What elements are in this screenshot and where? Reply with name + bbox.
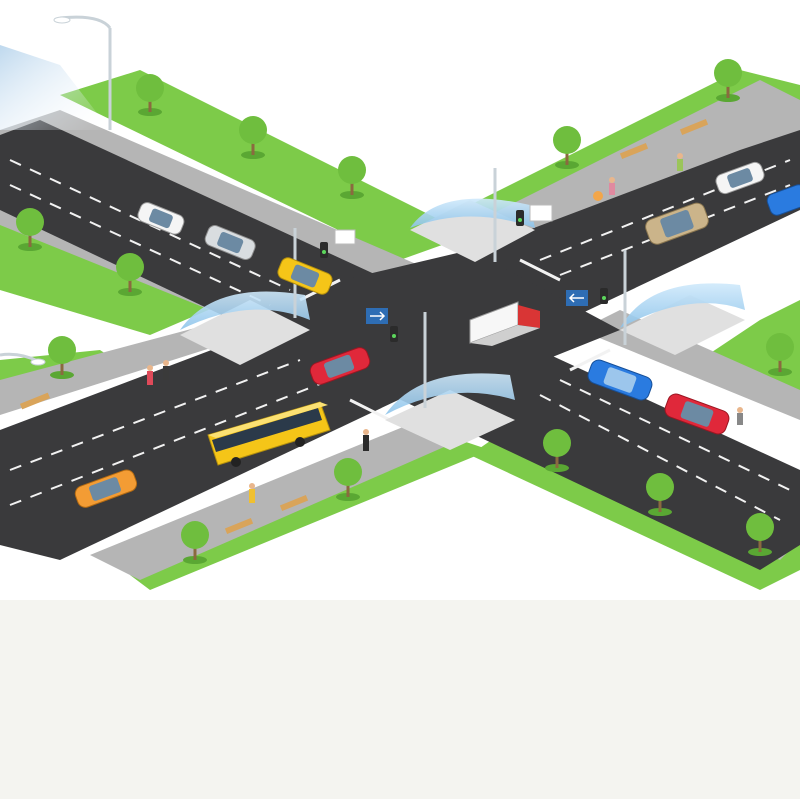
pedestrian-icon bbox=[363, 429, 369, 451]
vehicles bbox=[74, 161, 800, 508]
pedestrian-icon bbox=[737, 407, 743, 425]
pedestrian-icon bbox=[677, 153, 683, 171]
beige-suv bbox=[645, 202, 709, 245]
tree-icon bbox=[181, 521, 209, 564]
streetlight-icon bbox=[0, 352, 46, 366]
direction-sign-icon bbox=[566, 290, 588, 306]
tree-icon bbox=[116, 253, 144, 296]
bench-icon bbox=[279, 494, 309, 512]
bus-shelter bbox=[180, 291, 310, 365]
tree-icon bbox=[136, 74, 164, 116]
yellow-taxi bbox=[277, 257, 333, 295]
orange-car bbox=[74, 469, 138, 508]
tree-icon bbox=[338, 156, 366, 199]
bus-shelter bbox=[620, 283, 745, 355]
streetlight-icon bbox=[53, 15, 112, 130]
red-car bbox=[309, 347, 371, 385]
benches bbox=[19, 118, 709, 535]
traffic-light-icon bbox=[320, 242, 328, 258]
silver-car bbox=[204, 225, 256, 261]
bench-icon bbox=[224, 517, 254, 535]
bench-icon bbox=[19, 392, 51, 410]
pedestrian-icon bbox=[163, 360, 169, 380]
red-car bbox=[664, 393, 730, 435]
bus-shelter bbox=[385, 373, 515, 450]
pedestrian-icon bbox=[593, 177, 615, 201]
grass-back-left bbox=[60, 70, 470, 260]
pedestrian-icon bbox=[147, 365, 153, 385]
grass-front-bottom bbox=[130, 440, 490, 590]
tree-icon bbox=[646, 473, 674, 516]
streetlight-beam bbox=[0, 45, 110, 130]
tree-icon bbox=[543, 429, 571, 472]
tree-icon bbox=[714, 59, 742, 102]
pedestrian-icon bbox=[249, 483, 255, 503]
yellow-bus bbox=[207, 401, 331, 467]
traffic-light-icon bbox=[600, 288, 608, 304]
bottom-blank-area bbox=[0, 600, 800, 799]
bench-icon bbox=[679, 118, 709, 136]
trees bbox=[16, 59, 794, 564]
tree-icon bbox=[553, 126, 581, 169]
traffic-light-icon bbox=[516, 210, 524, 226]
tree-icon bbox=[48, 336, 76, 379]
blue-car bbox=[587, 359, 653, 401]
sidewalk-right bbox=[580, 310, 800, 420]
tree-icon bbox=[334, 458, 362, 501]
tree-icon bbox=[766, 333, 794, 376]
roads bbox=[0, 120, 800, 570]
white-car bbox=[137, 202, 185, 235]
bus-shelter bbox=[410, 198, 553, 262]
blue-car bbox=[766, 184, 800, 216]
road-intersection bbox=[300, 250, 620, 410]
tree-icon bbox=[16, 208, 44, 251]
traffic-light-icon bbox=[390, 326, 398, 342]
direction-sign-icon bbox=[334, 229, 356, 245]
direction-sign-icon bbox=[366, 308, 388, 324]
bench-icon bbox=[619, 142, 649, 160]
white-truck-red-cab bbox=[469, 301, 540, 346]
tree-icon bbox=[746, 513, 774, 556]
tree-icon bbox=[239, 116, 267, 159]
white-car bbox=[715, 161, 765, 195]
pedestrians bbox=[147, 153, 743, 503]
